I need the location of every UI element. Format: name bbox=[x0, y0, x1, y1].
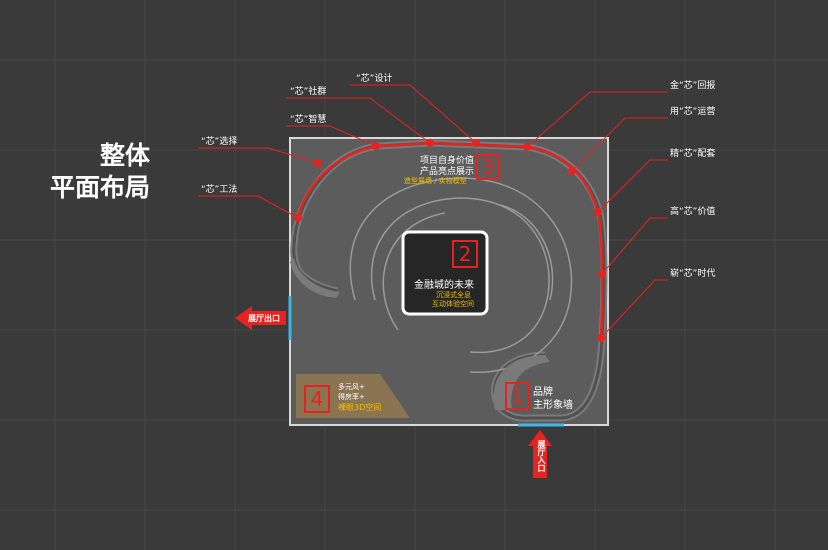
lower-partition bbox=[493, 355, 550, 410]
zone-4-line2: 得房率+ bbox=[338, 393, 365, 401]
entrance-label: 展厅入口 bbox=[537, 440, 546, 472]
exit-arrow bbox=[235, 306, 286, 330]
page-title-line2: 平面布局 bbox=[49, 173, 150, 202]
spiral-rings bbox=[349, 177, 573, 374]
zone-3-line1: 项目自身价值 bbox=[420, 156, 475, 166]
zone-3-line2: 产品亮点展示 bbox=[420, 167, 475, 177]
zone-4-sub: 裸眼3D空间 bbox=[338, 403, 382, 412]
page-title-line1: 整体 bbox=[99, 141, 150, 170]
zone-4-line1: 多元风+ bbox=[338, 383, 365, 391]
feature-label-shequn: “芯”社群 bbox=[290, 87, 327, 97]
feature-label-shidai: 崭“芯”时代 bbox=[670, 269, 716, 279]
feature-label-peitao: 精“芯”配套 bbox=[670, 149, 716, 159]
feature-label-gongfa: “芯”工法 bbox=[201, 185, 238, 195]
zone-2-title: 金融城的未来 bbox=[414, 280, 474, 291]
left-partition bbox=[290, 258, 340, 298]
zone-2-sub2: 互动体验空间 bbox=[432, 300, 474, 308]
feature-wall-highlight bbox=[296, 141, 604, 339]
zone-2-box bbox=[401, 230, 489, 316]
callout-dots bbox=[294, 139, 606, 342]
zone-1-line2: 主形象墙 bbox=[533, 400, 573, 411]
zone-3-number: 3 bbox=[476, 154, 500, 180]
page-title: 整体 平面布局 bbox=[40, 140, 150, 204]
exit-label: 展厅出口 bbox=[248, 314, 280, 323]
feature-label-sheji: “芯”设计 bbox=[356, 74, 393, 84]
zone-1-number: 1 bbox=[505, 382, 529, 410]
zone-2-sub1: 沉浸式全息 bbox=[436, 291, 471, 299]
feature-label-zhihui: “芯”智慧 bbox=[290, 115, 327, 125]
feature-label-jiazhi: 高“芯”价值 bbox=[670, 207, 716, 217]
feature-label-yunying: 用“芯”运营 bbox=[670, 107, 716, 117]
feature-label-huibao: 金“芯”回报 bbox=[670, 81, 716, 91]
zone-2-number: 2 bbox=[452, 240, 478, 268]
zone-1-line1: 品牌 bbox=[533, 387, 553, 398]
entrance-arrow bbox=[528, 430, 552, 478]
callout-lines bbox=[198, 84, 668, 339]
feature-label-xuanze: “芯”选择 bbox=[201, 137, 238, 147]
zone-4-number: 4 bbox=[304, 385, 330, 413]
zone-3-sub: 造型展墙 / 实物模型 bbox=[404, 177, 467, 185]
